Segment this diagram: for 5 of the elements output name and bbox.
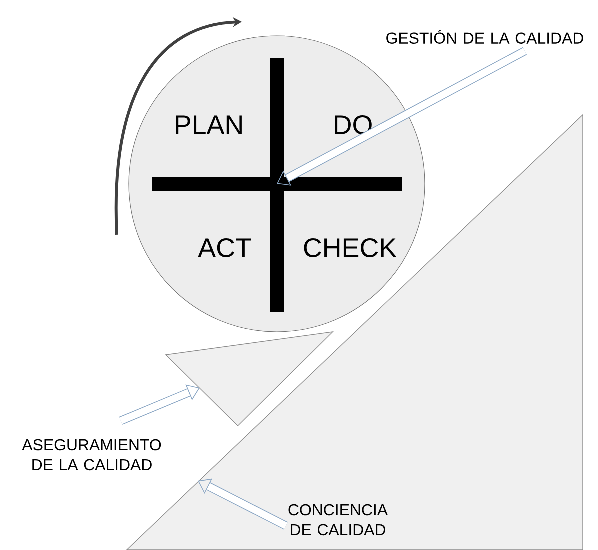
block-arrow xyxy=(198,478,288,530)
block-arrow xyxy=(277,47,528,186)
label-text: ASEGURAMIENTO DE LA CALIDAD xyxy=(22,439,162,471)
block-arrow xyxy=(119,384,200,425)
label-text: CONCIENCIA DE CALIDAD xyxy=(288,504,388,536)
